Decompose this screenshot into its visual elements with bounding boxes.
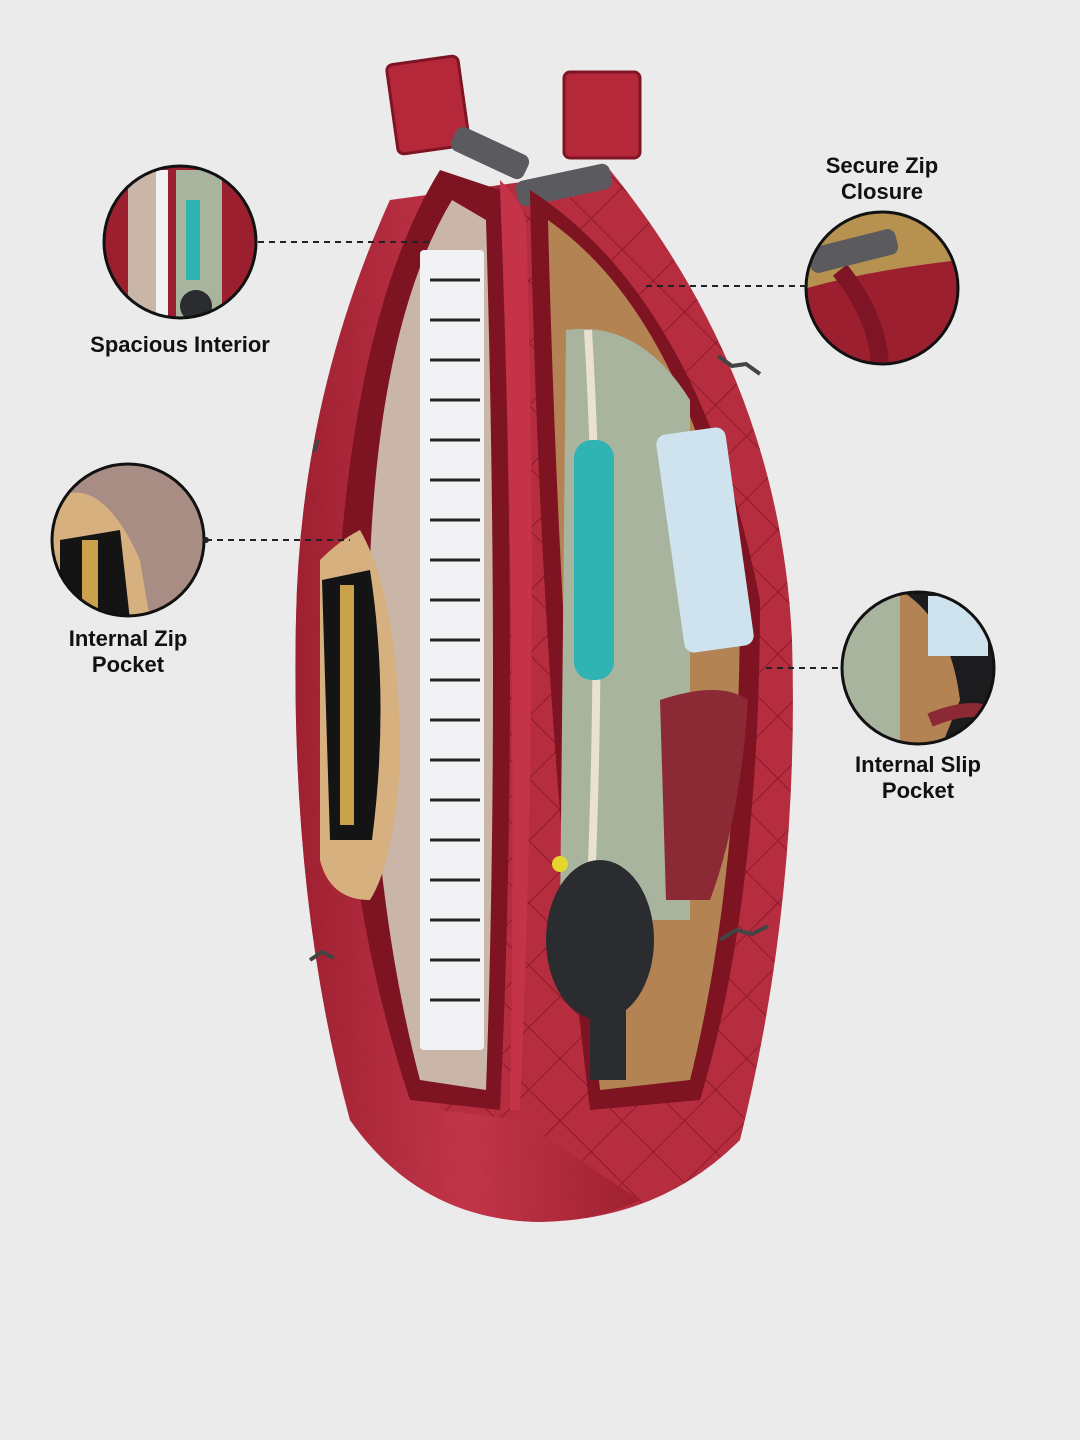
callout-spacious-image <box>104 166 256 318</box>
zip-pull-left <box>450 126 530 180</box>
black-container <box>546 860 654 1020</box>
label-internal-zip-pocket: Internal Zip Pocket <box>68 626 188 677</box>
label-secure-zip-closure: Secure Zip Closure <box>825 153 939 204</box>
bag-body <box>295 54 793 1222</box>
label-internal-slip-pocket: Internal Slip Pocket <box>855 752 981 803</box>
zip-pull-right <box>515 163 613 207</box>
label-spacious-interior: Spacious Interior <box>90 332 270 357</box>
teal-bottle <box>574 440 614 680</box>
notebook <box>420 250 484 1050</box>
gold-zip <box>340 585 354 825</box>
right-handle <box>562 70 642 160</box>
callout-zip-closure-image <box>806 212 958 364</box>
slip-pocket <box>660 690 748 900</box>
left-handle <box>385 54 471 156</box>
blue-item <box>656 427 754 653</box>
